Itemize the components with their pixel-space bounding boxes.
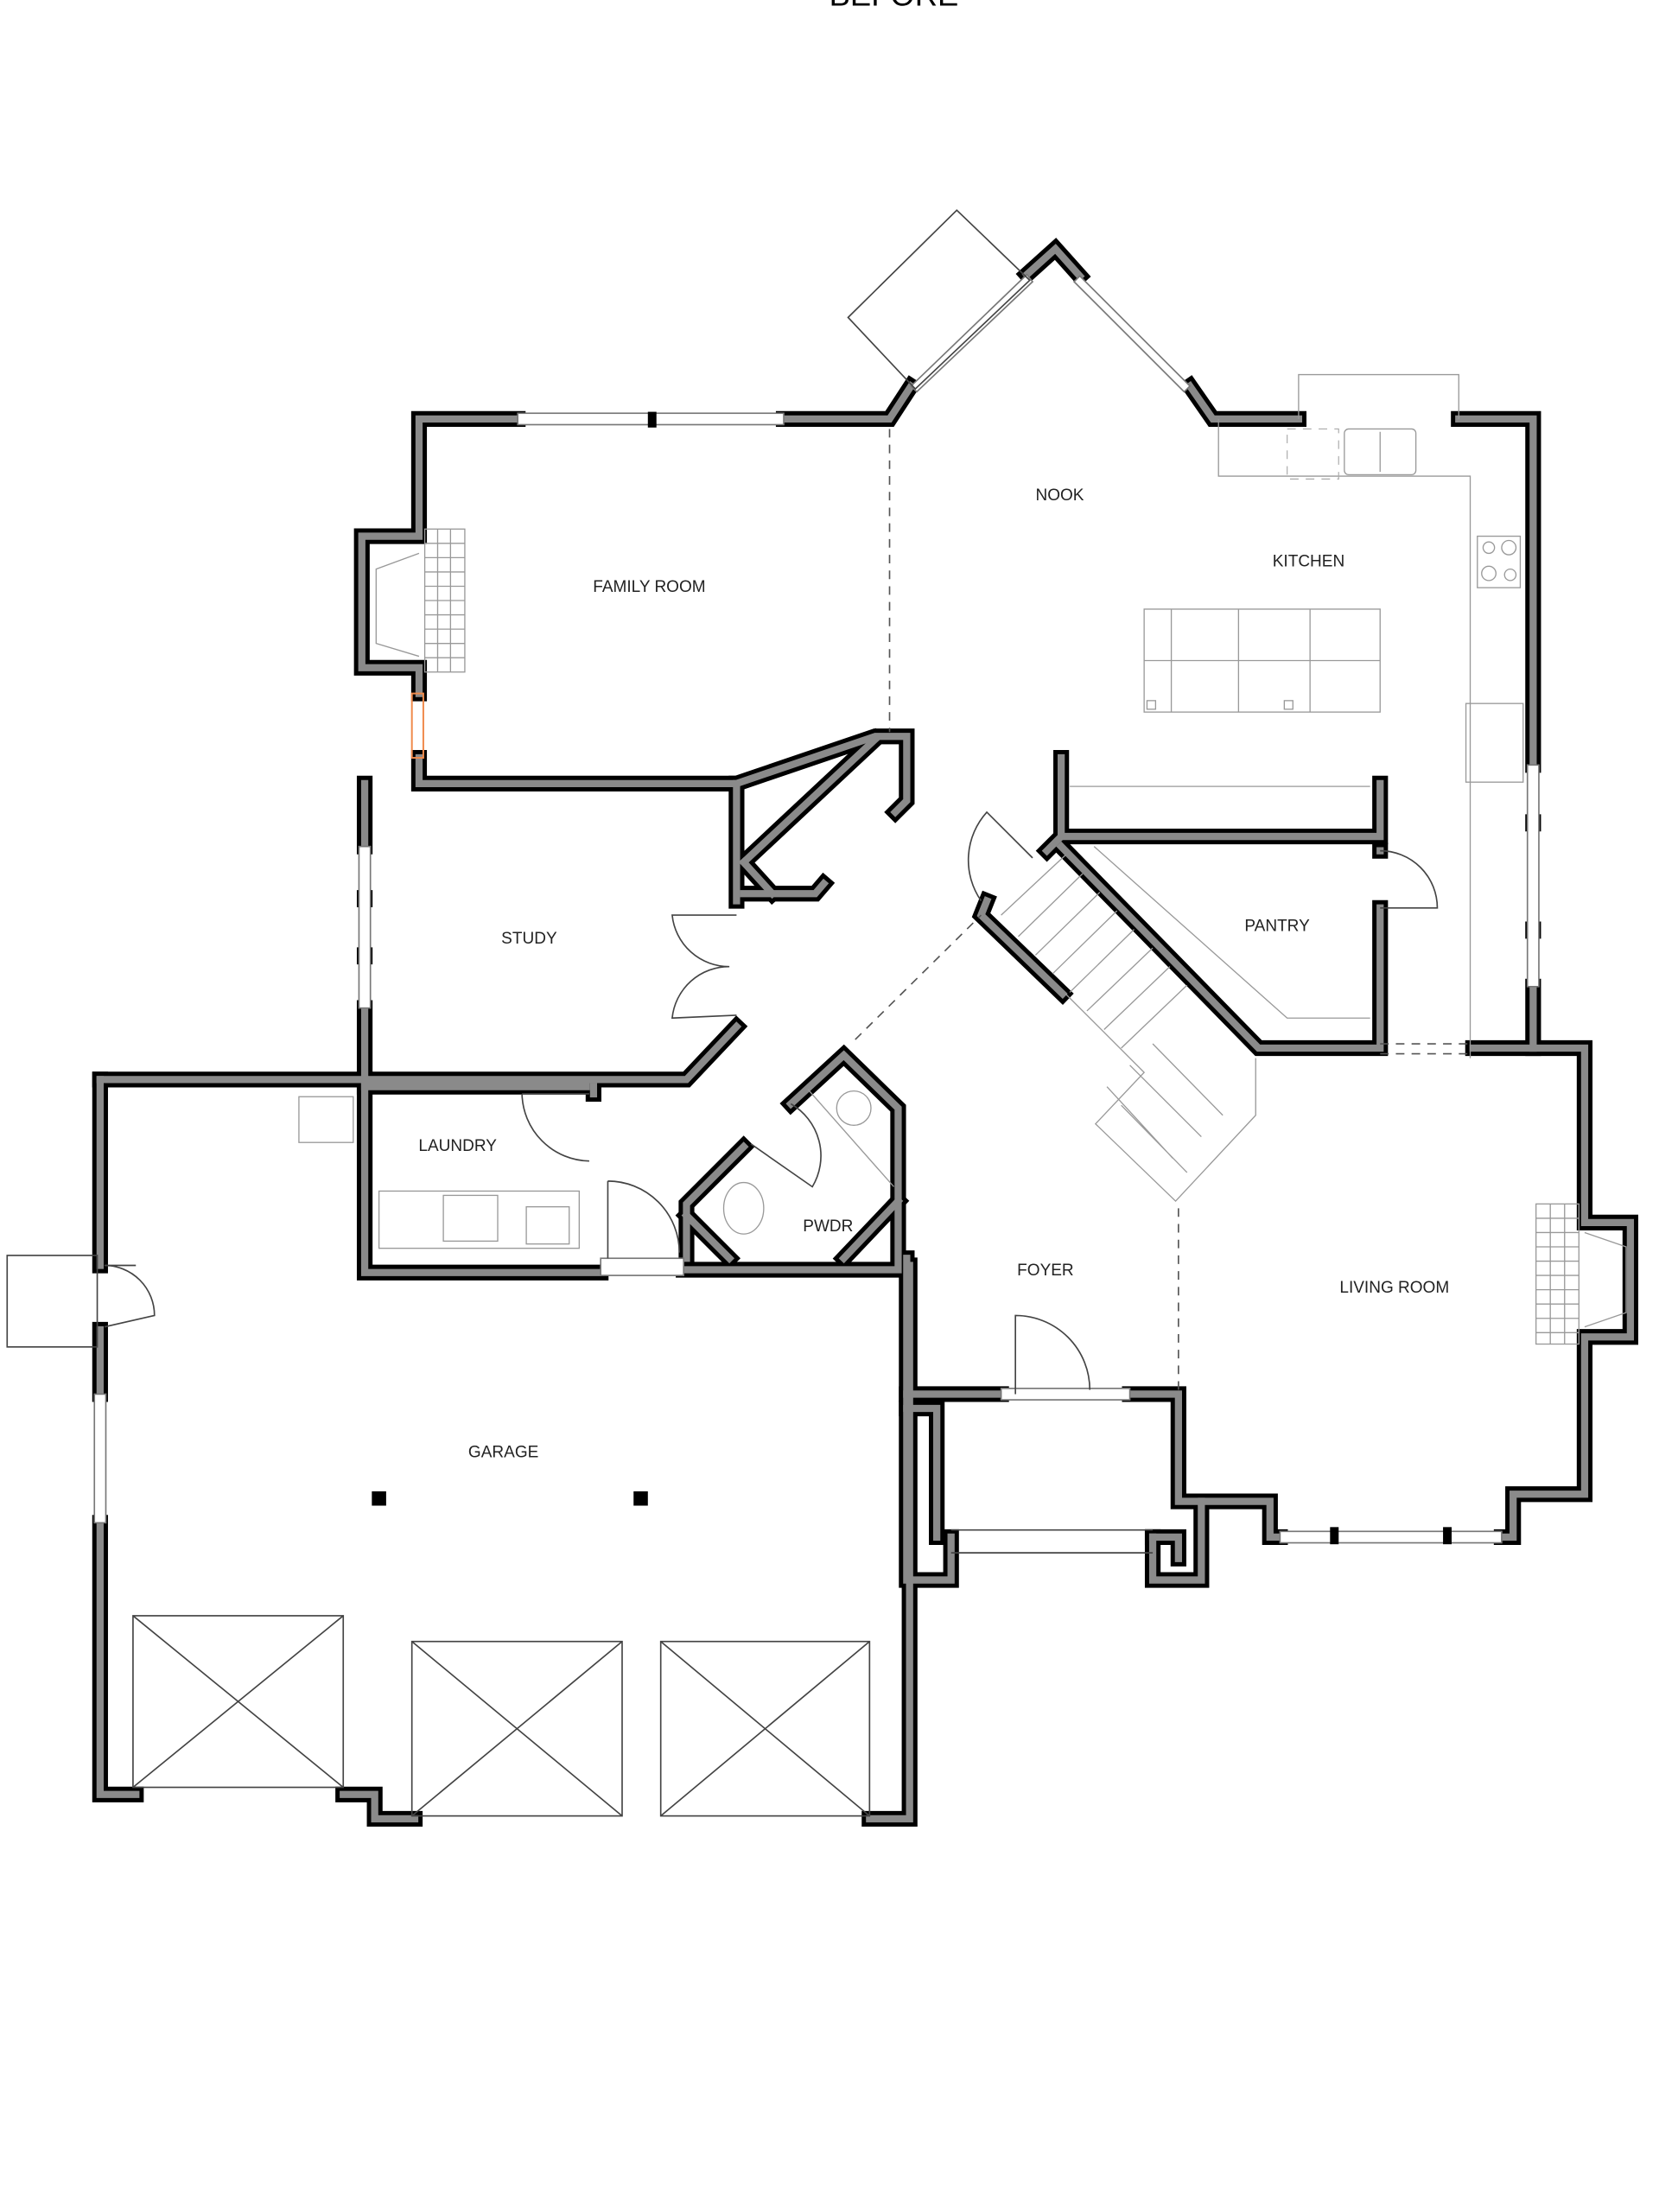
room-label-family-room: FAMILY ROOM xyxy=(593,578,705,596)
refrigerator xyxy=(1465,702,1524,783)
room-label-pantry: PANTRY xyxy=(1244,917,1310,935)
room-label-foyer: FOYER xyxy=(1017,1262,1074,1280)
laundry-counter xyxy=(378,1190,581,1249)
walls-outline xyxy=(100,249,1630,1819)
room-label-laundry: LAUNDRY xyxy=(418,1137,497,1155)
room-boundaries xyxy=(855,429,1473,1395)
family-fireplace xyxy=(375,528,466,673)
room-label-garage: GARAGE xyxy=(468,1443,538,1461)
powder-sink xyxy=(836,1090,872,1127)
plan-title: BEFORE xyxy=(830,0,959,13)
windows xyxy=(93,273,1540,1545)
room-label-nook: NOOK xyxy=(1035,486,1084,505)
room-label-study: STUDY xyxy=(501,930,557,948)
garage-doors xyxy=(132,1615,871,1817)
kitchen-island xyxy=(1143,608,1381,713)
staircase xyxy=(1001,785,1370,1202)
cooktop-icon xyxy=(1477,535,1522,588)
deck-outline xyxy=(847,209,1031,391)
sink-icon xyxy=(1344,428,1417,476)
room-label-kitchen: KITCHEN xyxy=(1273,552,1344,570)
highlighted-window xyxy=(410,692,424,760)
living-fireplace xyxy=(1535,1203,1627,1345)
fixtures xyxy=(6,209,1627,1817)
walls-fill xyxy=(100,249,1630,1819)
toilet-icon xyxy=(722,1181,765,1235)
doors xyxy=(104,810,1439,1395)
exterior-landing xyxy=(6,1255,99,1348)
water-heater xyxy=(298,1096,354,1143)
room-label-living-room: LIVING ROOM xyxy=(1339,1279,1449,1297)
room-label-powder: PWDR xyxy=(803,1217,853,1236)
